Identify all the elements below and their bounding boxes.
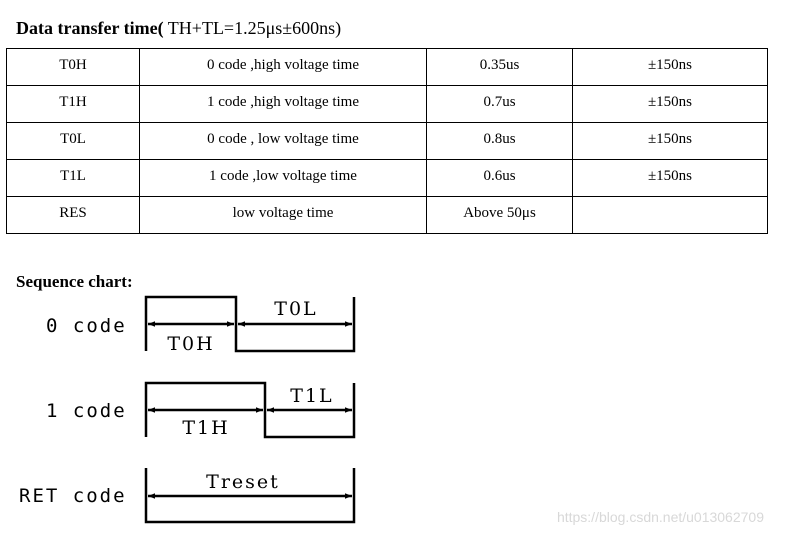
timing-table: T0H 0 code ,high voltage time 0.35us ±15… (6, 48, 768, 234)
table-title: Data transfer time( TH+TL=1.25μs±600ns) (16, 18, 341, 39)
table-row: T1L 1 code ,low voltage time 0.6us ±150n… (6, 159, 768, 197)
ret-code-waveform: RET code Treset (19, 468, 356, 524)
table-cell: 0.6us (426, 159, 573, 197)
table-title-bold: Data transfer time( (16, 18, 164, 38)
ret-code-label: RET code (19, 485, 127, 507)
table-cell: 0 code , low voltage time (139, 122, 427, 160)
table-cell: T1L (6, 159, 140, 197)
table-cell: 0.7us (426, 85, 573, 123)
one-code-waveform: 1 code T1H T1L (46, 381, 356, 439)
table-cell: RES (6, 196, 140, 234)
table-cell: T1H (6, 85, 140, 123)
table-cell: ±150ns (572, 48, 768, 86)
table-cell: 1 code ,low voltage time (139, 159, 427, 197)
zero-code-label: 0 code (46, 315, 127, 337)
zero-code-signal (144, 295, 356, 353)
one-code-signal (144, 381, 356, 439)
table-cell: ±150ns (572, 159, 768, 197)
table-row: RES low voltage time Above 50μs (6, 196, 768, 234)
treset-label: Treset (206, 471, 280, 493)
table-cell: ±150ns (572, 85, 768, 123)
table-cell: low voltage time (139, 196, 427, 234)
table-cell: 1 code ,high voltage time (139, 85, 427, 123)
table-title-formula: TH+TL=1.25μs±600ns) (163, 18, 342, 38)
t0h-label: T0H (167, 333, 214, 355)
one-code-label: 1 code (46, 400, 127, 422)
zero-code-waveform: 0 code T0H T0L (46, 295, 356, 355)
table-row: T0H 0 code ,high voltage time 0.35us ±15… (6, 48, 768, 86)
t1h-label: T1H (182, 417, 229, 439)
sequence-chart-title: Sequence chart: (16, 272, 133, 291)
ret-code-signal (144, 468, 356, 524)
watermark: https://blog.csdn.net/u013062709 (556, 509, 764, 525)
table-cell: Above 50μs (426, 196, 573, 234)
t0l-label: T0L (274, 298, 317, 320)
table-cell (572, 196, 768, 234)
t1l-label: T1L (290, 385, 333, 407)
table-row: T1H 1 code ,high voltage time 0.7us ±150… (6, 85, 768, 123)
